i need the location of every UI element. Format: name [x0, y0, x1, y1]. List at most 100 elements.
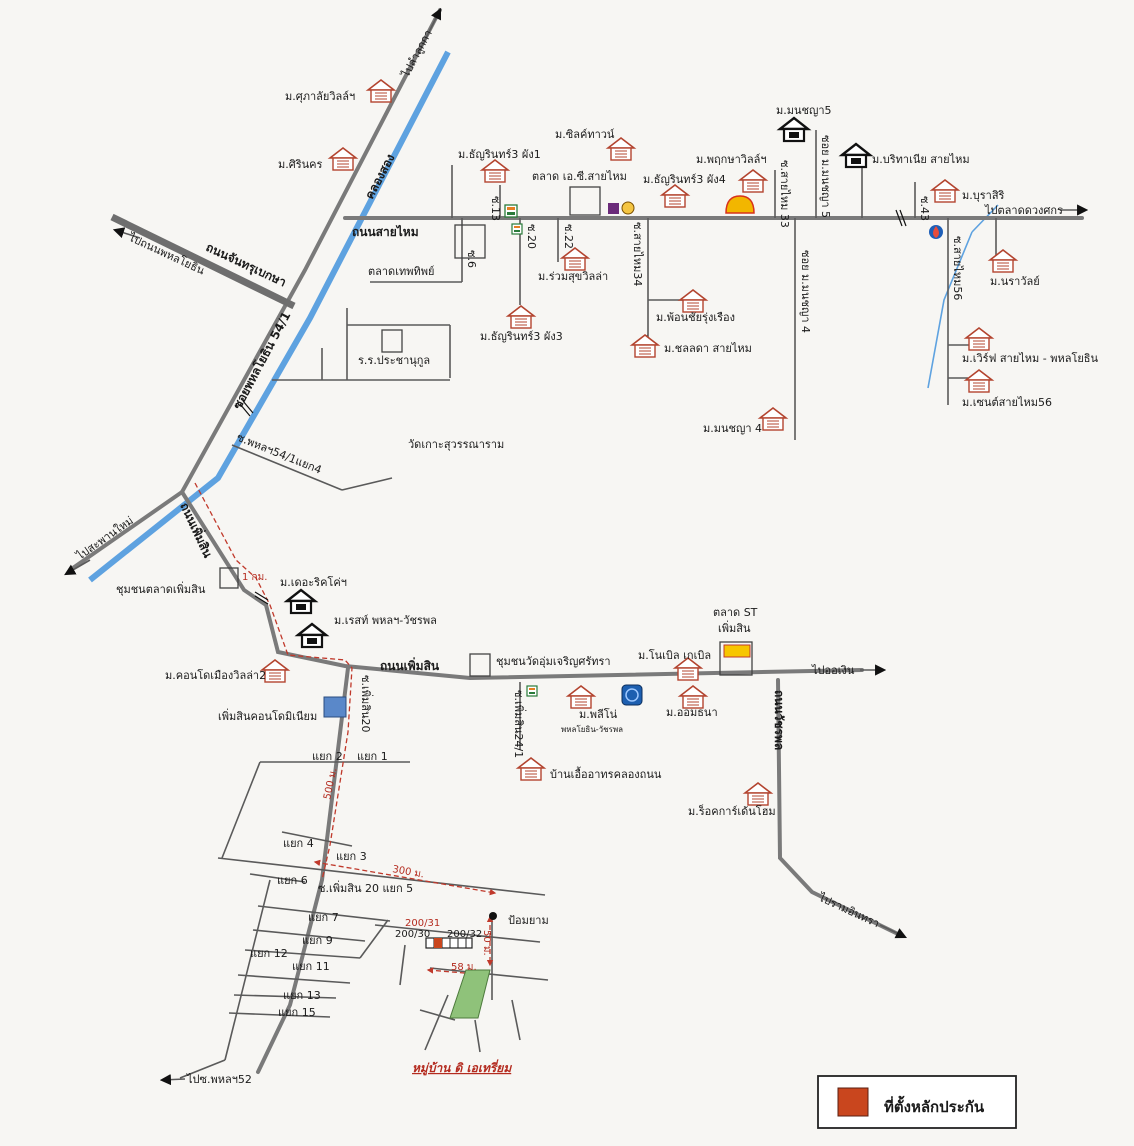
- ptt-ring-icon: [625, 688, 639, 702]
- pleno-sub-label: พหลโยธิน-วัชรพล: [561, 724, 623, 734]
- the-rich-label: ม.เดอะริคโค่ฯ: [280, 575, 347, 589]
- house-icon: [607, 137, 635, 161]
- house-icon: [367, 79, 395, 103]
- seven-eleven-icon: [504, 204, 518, 218]
- silk-town-label: ม.ซิลค์ทาวน์: [555, 128, 615, 141]
- house-icon: [965, 369, 993, 393]
- soi-sai-mai33-label: ซ.สายไหม 33: [778, 160, 791, 228]
- monchaya5-label: ม.มนชญา5: [776, 104, 832, 117]
- to-saphan-mai-label: ไปสะพานใหม่: [73, 514, 135, 563]
- guard-post-icon: [489, 912, 497, 920]
- phermsin-side-road-label: ถนนเพิ่มสิน: [177, 500, 217, 561]
- route-300m: [313, 859, 497, 896]
- noble-label: ม.โนเบิล เกเบิล: [638, 648, 711, 662]
- yaek12-label: แยก 12: [250, 947, 288, 960]
- monchaya4-label: ม.มนชญา 4: [703, 422, 762, 435]
- distance-300m: 300 ม.: [391, 864, 424, 880]
- phonchai-label: ม.พ้อนชัยรุ่งเรือง: [656, 311, 735, 324]
- canal-line: [88, 50, 451, 583]
- soi-yaek4-label: ซ.พหลฯ54/1แยก4: [235, 431, 324, 477]
- house-icon: [965, 327, 993, 351]
- house-dark-icon: [840, 142, 872, 169]
- soi-monchaya5-label: ซอย ม.มนชญา 5: [819, 135, 832, 218]
- distance-58m: 58 ม.: [451, 962, 477, 973]
- centro-label: ม.เซนต์สายไหม56: [962, 396, 1052, 409]
- sirinakorn-label: ม.ศิรินคร: [278, 158, 323, 171]
- house-dark-icon: [285, 588, 317, 615]
- arrow-ram-inthra: [879, 924, 908, 939]
- house-icon: [567, 685, 595, 709]
- yaek6-label: แยก 6: [277, 874, 308, 887]
- house-icon: [517, 757, 545, 781]
- burasiri-label: ม.บุราสิริ: [962, 189, 1005, 202]
- arrow-phahon: [112, 227, 141, 239]
- house-icon: [661, 184, 689, 208]
- community-box: [219, 567, 239, 589]
- chanthrupeka-road: [110, 213, 296, 310]
- thanyarin3-4-label: ม.ธัญรินทร์3 ผัง4: [643, 173, 726, 186]
- pleno-label: ม.พลีโน่: [579, 707, 618, 721]
- sai-mai-road-label: ถนนสายไหม: [352, 224, 419, 239]
- soi-sai-mai56-label: ซ.สายไหม56: [951, 236, 964, 300]
- ruamsuk-label: ม.ร่วมสุขวิลล่า: [538, 270, 608, 283]
- yaek3-label: แยก 3: [336, 850, 367, 863]
- collateral-parcel: [434, 938, 442, 948]
- house-icon: [679, 685, 707, 709]
- distance-50m: 50 ม.: [481, 930, 492, 956]
- condo-muang-label: ม.คอนโดเมืองวิลล่า2: [165, 668, 266, 682]
- seven-eleven-icon-3: [526, 685, 538, 697]
- ormsina-label: ม.ออมธนา: [666, 706, 718, 719]
- yaek2-label: แยก 2: [312, 750, 343, 763]
- condo-building-icon: [323, 696, 347, 718]
- talad-st-label-2: เพิ่มสิน: [718, 620, 751, 635]
- seven-eleven-icon-2: [511, 223, 523, 235]
- bridge-icon-3: [254, 591, 269, 605]
- supalai-label: ม.ศุภาลัยวิลล์ฯ: [285, 90, 355, 103]
- yaek9-label: แยก 9: [302, 934, 333, 947]
- community-wat-label: ชุมชนวัดอุ่มเจริญศรัทรา: [496, 655, 611, 668]
- verve-label: ม.เวิร์ฟ สายไหม - พหลโยธิน: [962, 351, 1099, 365]
- watcharapol-road-label: ถนนวัชรพล: [772, 690, 786, 750]
- rock-garden-label: ม.ร็อคการ์เด้นโฮม: [688, 804, 776, 818]
- soi13-label: ซ.13: [489, 196, 502, 221]
- phermsin-road-label: ถนนเพิ่มสิน: [380, 657, 440, 673]
- britania-label: ม.บริทาเนีย สายไหม: [872, 153, 970, 166]
- bridge-icon: [895, 209, 907, 227]
- legend: ที่ตั้งหลักประกัน: [817, 1075, 1017, 1129]
- bridge-icon-2: [239, 400, 254, 417]
- shell-icon: [725, 195, 755, 214]
- school-box: [381, 329, 403, 353]
- community-talad-label: ชุมชนตลาดเพิ่มสิน: [116, 581, 206, 596]
- pruksa-label: ม.พฤกษาวิลล์ฯ: [696, 153, 767, 166]
- to-phahon52-label: ไปซ.พหลฯ52: [186, 1073, 252, 1086]
- talad-st-box: [719, 641, 753, 676]
- bank-icon-2: [621, 201, 635, 215]
- house-dark-icon: [778, 116, 810, 143]
- bank-icon: [608, 203, 619, 214]
- house-icon: [739, 169, 767, 193]
- soi6-label: ซ.6: [465, 250, 478, 268]
- soi-monchaya4-label: ซอย ม.มนชญา 4: [799, 250, 812, 333]
- soi43-label: ซ.43: [918, 196, 931, 221]
- arrow-saphan-mai: [64, 559, 91, 576]
- yaek1-label: แยก 1: [357, 750, 388, 763]
- yaek7-label: แยก 7: [308, 911, 339, 924]
- talad-st-logo-icon: [723, 644, 751, 658]
- project-site-area: [449, 969, 491, 1019]
- soi-sai-mai34-label: ซ.สายไหม34: [631, 222, 644, 286]
- to-duangkhon-label: ไปตลาดดวงศกร: [984, 204, 1063, 217]
- soi-phermsin20-label: ซ.เพิ่มสิน20: [359, 675, 374, 732]
- house-icon: [931, 179, 959, 203]
- parcel-200-32: 200/32: [447, 929, 482, 940]
- thanyarin3-3-label: ม.ธัญรินทร์3 ผัง3: [480, 330, 563, 343]
- phermsin-road: [180, 490, 864, 681]
- talad-ec-label: ตลาด เอ.ซี.สายไหม: [532, 170, 627, 183]
- soi-phermsin20-road: [256, 666, 350, 1074]
- distance-1km: 1 กม.: [242, 572, 267, 583]
- house-dark-icon: [296, 622, 328, 649]
- food-house-label: บ้านเอื้ออาทรคลองถนน: [550, 766, 662, 781]
- guard-post-label: ป้อมยาม: [508, 914, 549, 927]
- soi20-label: ซ.20: [525, 224, 538, 249]
- ptt-flame-icon: [933, 226, 939, 238]
